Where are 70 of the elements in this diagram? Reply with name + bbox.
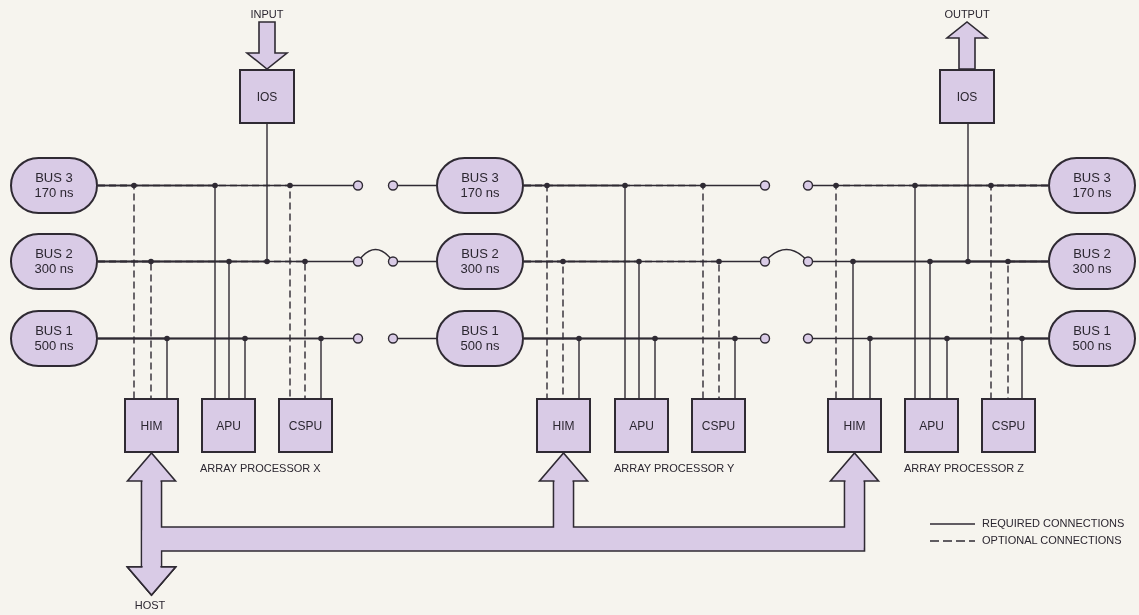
connection-line (523, 180, 771, 191)
module-label: CSPU (991, 418, 1026, 433)
bus-timing: 170 ns (34, 185, 74, 201)
group-label: ARRAY PROCESSOR Y (614, 462, 735, 474)
wide-arrow (944, 20, 990, 70)
group-label: ARRAY PROCESSOR Z (904, 462, 1024, 474)
module-box (904, 398, 959, 453)
bus-name: BUS 3 (35, 170, 73, 186)
module-box (691, 398, 746, 453)
module-box (201, 398, 256, 453)
bus-pill (10, 233, 98, 290)
bus-name: BUS 1 (1073, 323, 1111, 339)
module-label: IOS (956, 89, 978, 104)
bus-name: BUS 2 (461, 246, 499, 262)
bus-pill (436, 233, 524, 290)
group-label: ARRAY PROCESSOR X (200, 462, 321, 474)
connection-line (97, 180, 364, 191)
bus-name: BUS 2 (1073, 246, 1111, 262)
module-label: IOS (256, 89, 278, 104)
bus-pill (436, 310, 524, 367)
module-box (614, 398, 669, 453)
module-box (939, 69, 995, 124)
bus-timing: 170 ns (460, 185, 500, 201)
module-label: APU (629, 418, 654, 433)
terminal-label: HOST (124, 597, 176, 613)
bus-timing: 500 ns (34, 338, 74, 354)
bus-timing: 300 ns (460, 261, 500, 277)
connection-line (387, 333, 437, 344)
connection-line (97, 333, 364, 344)
bus-timing: 500 ns (460, 338, 500, 354)
module-box (536, 398, 591, 453)
bus-name: BUS 3 (461, 170, 499, 186)
bus-pill (1048, 233, 1136, 290)
module-label: HIM (140, 418, 163, 433)
connection-line (523, 248, 1049, 263)
terminal-label: INPUT (232, 5, 302, 22)
module-box (124, 398, 179, 453)
connection-line (802, 333, 1049, 344)
module-box (827, 398, 882, 453)
bus-pill (1048, 157, 1136, 214)
terminal-label: OUTPUT (930, 5, 1004, 22)
bus-timing: 300 ns (34, 261, 74, 277)
bus-pill (10, 310, 98, 367)
bus-name: BUS 1 (35, 323, 73, 339)
module-label: APU (216, 418, 241, 433)
connection-line (523, 333, 771, 344)
wide-arrow (244, 21, 290, 71)
module-label: APU (919, 418, 944, 433)
bus-timing: 500 ns (1072, 338, 1112, 354)
bus-pill (10, 157, 98, 214)
legend-label: REQUIRED CONNECTIONS (982, 517, 1125, 529)
module-box (981, 398, 1036, 453)
legend-label: OPTIONAL CONNECTIONS (982, 534, 1122, 546)
wide-arrow (126, 452, 880, 596)
bus-name: BUS 1 (461, 323, 499, 339)
bus-pill (1048, 310, 1136, 367)
bus-timing: 300 ns (1072, 261, 1112, 277)
connection-line (802, 180, 1049, 191)
module-box (239, 69, 295, 124)
module-label: CSPU (288, 418, 323, 433)
module-label: CSPU (701, 418, 736, 433)
connection-line (387, 180, 437, 191)
connection-line (97, 248, 437, 263)
bus-name: BUS 3 (1073, 170, 1111, 186)
bus-pill (436, 157, 524, 214)
module-label: HIM (843, 418, 866, 433)
bus-timing: 170 ns (1072, 185, 1112, 201)
module-box (278, 398, 333, 453)
module-label: HIM (552, 418, 575, 433)
bus-name: BUS 2 (35, 246, 73, 262)
